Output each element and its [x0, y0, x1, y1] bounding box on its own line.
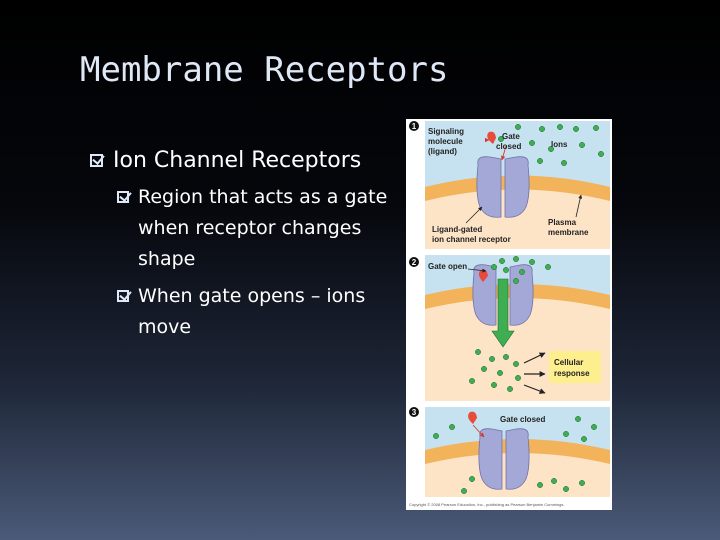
ligand-molecule — [478, 269, 488, 282]
membrane-pointer — [575, 194, 583, 218]
step-number: 2 — [412, 258, 417, 267]
label-gate-closed: closed — [496, 142, 521, 151]
panel-1-gate-closed: 1 Signaling molecule (ligand) Gate close… — [409, 121, 610, 249]
step-number: 3 — [412, 408, 417, 417]
copyright-notice: Copyright © 2008 Pearson Education, Inc.… — [409, 502, 564, 507]
sub-bullet-ions: When gate opens – ions move — [88, 281, 388, 343]
checkbox-bullet-icon — [90, 154, 103, 167]
step-number-badge — [409, 257, 419, 267]
receptor-closed — [476, 156, 530, 218]
checkbox-bullet-icon — [117, 191, 129, 203]
panel-3-gate-closed: 3 Gate closed — [409, 407, 610, 497]
cellular-response-box — [549, 351, 601, 383]
ions-group — [498, 124, 604, 166]
ion-channel-figure: 1 Signaling molecule (ligand) Gate close… — [406, 119, 612, 510]
receptor-closed — [478, 428, 530, 490]
label-signaling-molecule: (ligand) — [428, 147, 457, 156]
ions-group — [433, 416, 597, 494]
label-signaling-molecule: molecule — [428, 137, 463, 146]
ligand-molecule — [468, 411, 477, 424]
receptor-pointer — [465, 206, 483, 224]
panel-2-gate-open: Cellular response 2 Gate open — [409, 255, 610, 401]
step-number: 1 — [412, 122, 417, 131]
gate-pointer — [500, 145, 507, 161]
ion-flow-arrow — [491, 278, 515, 348]
bullet-list: Ion Channel Receptors Region that acts a… — [88, 145, 388, 343]
label-cellular-response: Cellular — [554, 358, 583, 367]
response-arrow — [523, 384, 546, 394]
label-gate-closed: Gate — [502, 132, 520, 141]
ligand-release-arrow — [472, 424, 485, 438]
label-plasma-membrane: membrane — [548, 228, 589, 237]
step-number-badge — [409, 121, 419, 131]
slide-title: Membrane Receptors — [80, 50, 449, 90]
bullet-ion-channel: Ion Channel Receptors — [88, 145, 388, 176]
sub-bullet-text: When gate opens – ions move — [138, 285, 366, 338]
gate-open-pointer — [467, 268, 487, 273]
label-receptor: Ligand-gated — [432, 225, 482, 234]
step-number-badge — [409, 407, 419, 417]
label-receptor: ion channel receptor — [432, 235, 511, 244]
ligand-molecule — [487, 131, 496, 144]
sub-bullet-gate: Region that acts as a gate when receptor… — [88, 182, 388, 275]
label-gate-open: Gate open — [428, 262, 467, 271]
label-plasma-membrane: Plasma — [548, 218, 577, 227]
bullet-text: Ion Channel Receptors — [113, 148, 362, 173]
response-arrow — [523, 352, 546, 364]
ions-group — [469, 256, 551, 392]
label-ions: Ions — [551, 140, 568, 149]
checkbox-bullet-icon — [117, 290, 129, 302]
label-gate-closed: Gate closed — [500, 415, 545, 424]
sub-bullet-text: Region that acts as a gate when receptor… — [138, 186, 388, 270]
label-cellular-response: response — [554, 369, 590, 378]
label-signaling-molecule: Signaling — [428, 127, 464, 136]
